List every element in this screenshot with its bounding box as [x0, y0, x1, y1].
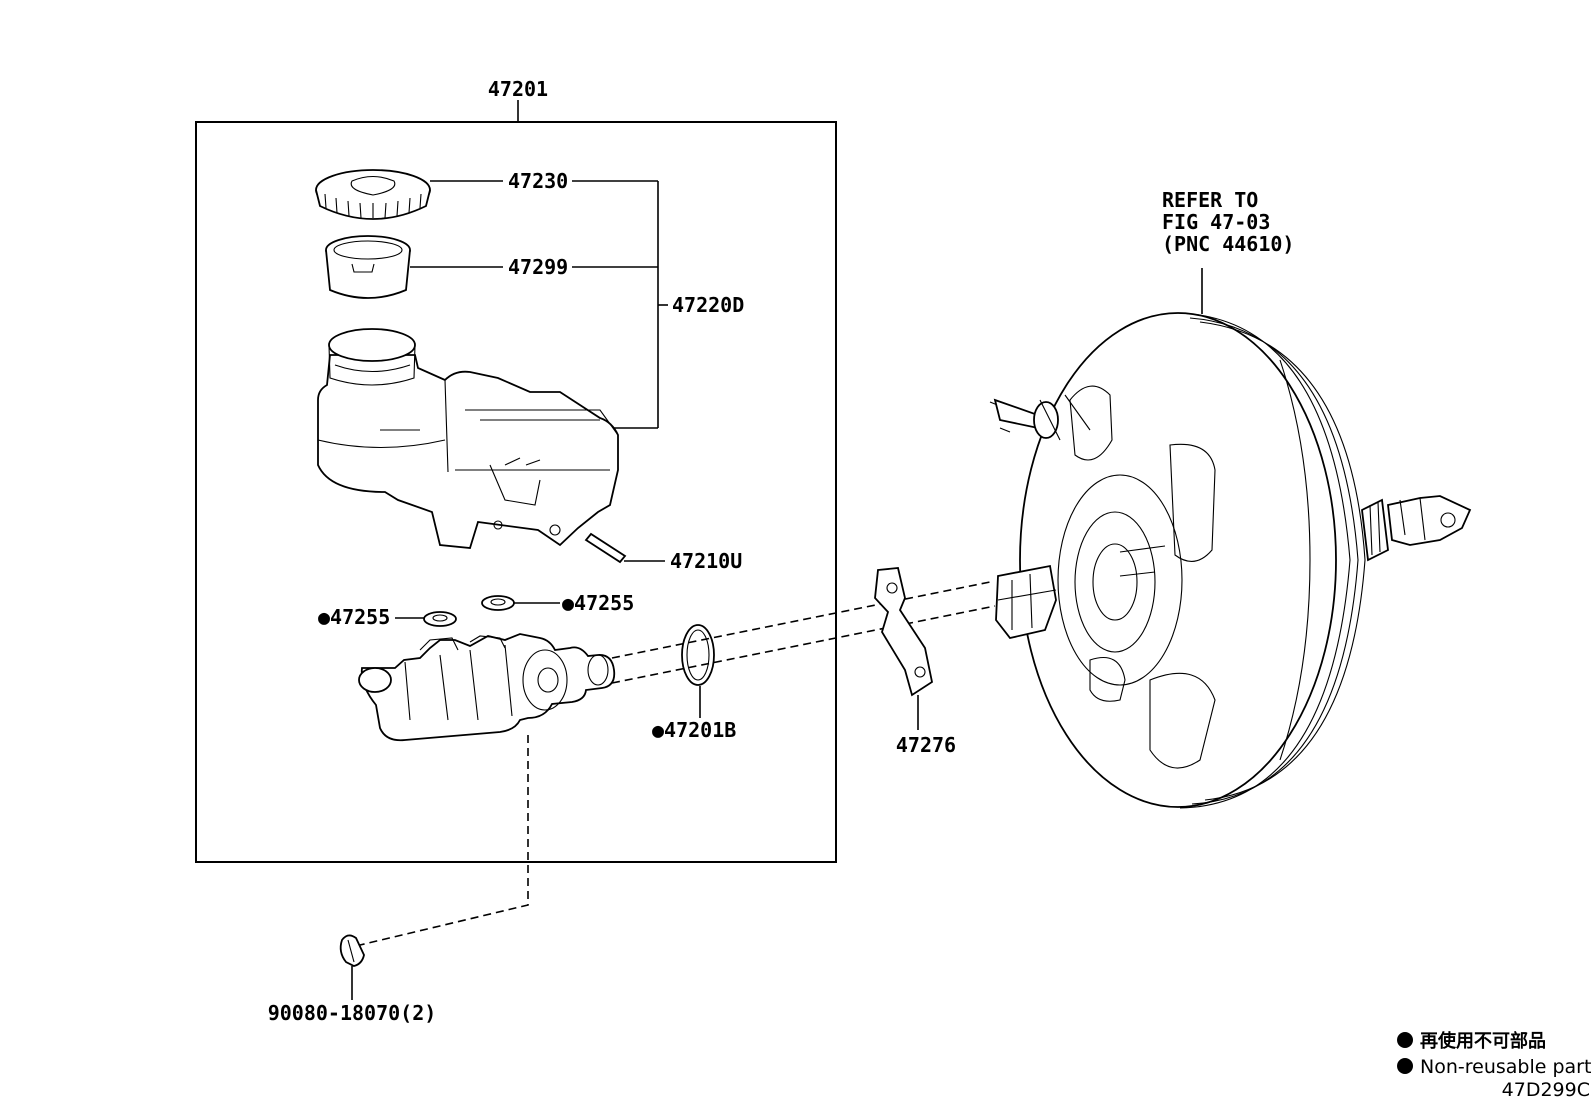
brake-booster-illustration [989, 312, 1472, 809]
assembly-box [195, 121, 837, 863]
grommet-right-illustration [481, 595, 515, 611]
label-strainer[interactable]: 47299 [508, 255, 568, 279]
label-grommet-right[interactable]: ●47255 [562, 591, 634, 615]
reservoir-cap-illustration [315, 169, 431, 220]
reservoir-illustration [317, 328, 619, 549]
label-grommet-left[interactable]: ●47255 [318, 605, 390, 629]
label-reservoir[interactable]: 47220D [672, 293, 744, 317]
legend-bullet-icon [1397, 1058, 1413, 1074]
legend-bullet-icon [1397, 1032, 1413, 1048]
grommet-left-illustration [423, 611, 457, 627]
figure-code: 47D299C [1502, 1079, 1590, 1099]
o-ring-illustration [681, 624, 715, 686]
master-cylinder-illustration [358, 633, 616, 742]
label-assembly[interactable]: 47201 [488, 77, 548, 101]
refer-note-line3: (PNC 44610) [1162, 232, 1294, 256]
refer-note-line2: FIG 47-03 [1162, 210, 1270, 234]
legend-japanese: 再使用不可部品 [1420, 1030, 1546, 1052]
gasket-illustration [874, 567, 934, 697]
pin-illustration [584, 532, 627, 564]
label-o-ring[interactable]: ●47201B [652, 718, 736, 742]
nut-illustration [339, 934, 365, 967]
legend-english: Non-reusable part [1420, 1056, 1591, 1078]
label-reservoir-cap[interactable]: 47230 [508, 169, 568, 193]
label-nut[interactable]: 90080-18070(2) [268, 1001, 437, 1025]
reservoir-strainer-illustration [325, 235, 411, 299]
label-gasket[interactable]: 47276 [896, 733, 956, 757]
refer-note-line1: REFER TO [1162, 188, 1258, 212]
label-pin[interactable]: 47210U [670, 549, 742, 573]
